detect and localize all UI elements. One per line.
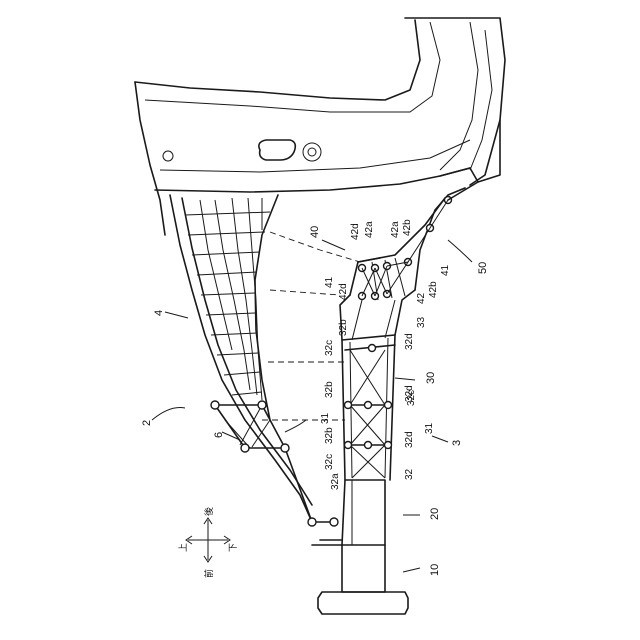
label-32d-2: 32d bbox=[404, 385, 415, 402]
wheel-house-panel bbox=[170, 195, 312, 522]
label-6: 6 bbox=[213, 432, 225, 438]
orientation-back: 後 bbox=[203, 507, 215, 516]
label-32d-3: 32d bbox=[404, 431, 415, 448]
label-42b-1: 42b bbox=[402, 219, 413, 236]
label-31a: 31 bbox=[320, 412, 331, 424]
orientation-front: 前 bbox=[203, 569, 215, 578]
label-32b-2: 32b bbox=[324, 381, 335, 398]
label-32b-1: 32b bbox=[338, 319, 349, 336]
label-4: 4 bbox=[153, 310, 165, 316]
label-42d-2: 42d bbox=[338, 283, 349, 300]
label-20: 20 bbox=[429, 508, 441, 520]
label-41b: 41 bbox=[440, 264, 451, 276]
label-31b: 31 bbox=[424, 422, 435, 434]
label-32c-3: 32c bbox=[324, 454, 335, 470]
label-50: 50 bbox=[477, 262, 489, 274]
label-10: 10 bbox=[429, 564, 441, 576]
label-32d-1: 32d bbox=[404, 333, 415, 350]
label-33: 33 bbox=[416, 316, 427, 328]
orientation-compass bbox=[186, 518, 230, 562]
label-40: 40 bbox=[309, 226, 321, 238]
label-42: 42 bbox=[416, 292, 427, 304]
orientation-down: 下 bbox=[229, 543, 239, 552]
label-32: 32 bbox=[404, 468, 415, 480]
label-32a: 32a bbox=[330, 473, 341, 490]
label-32b-3: 32b bbox=[324, 427, 335, 444]
label-42d-1: 42d bbox=[350, 223, 361, 240]
label-42a-2: 42a bbox=[390, 221, 401, 238]
orientation-up: 上 bbox=[178, 543, 189, 552]
label-30: 30 bbox=[425, 372, 437, 384]
label-2: 2 bbox=[141, 420, 153, 426]
label-32c-1: 32c bbox=[324, 340, 335, 356]
label-41a: 41 bbox=[324, 276, 335, 288]
label-3: 3 bbox=[451, 440, 463, 446]
label-42a-1: 42a bbox=[364, 221, 375, 238]
label-42b-2: 42b bbox=[428, 281, 439, 298]
